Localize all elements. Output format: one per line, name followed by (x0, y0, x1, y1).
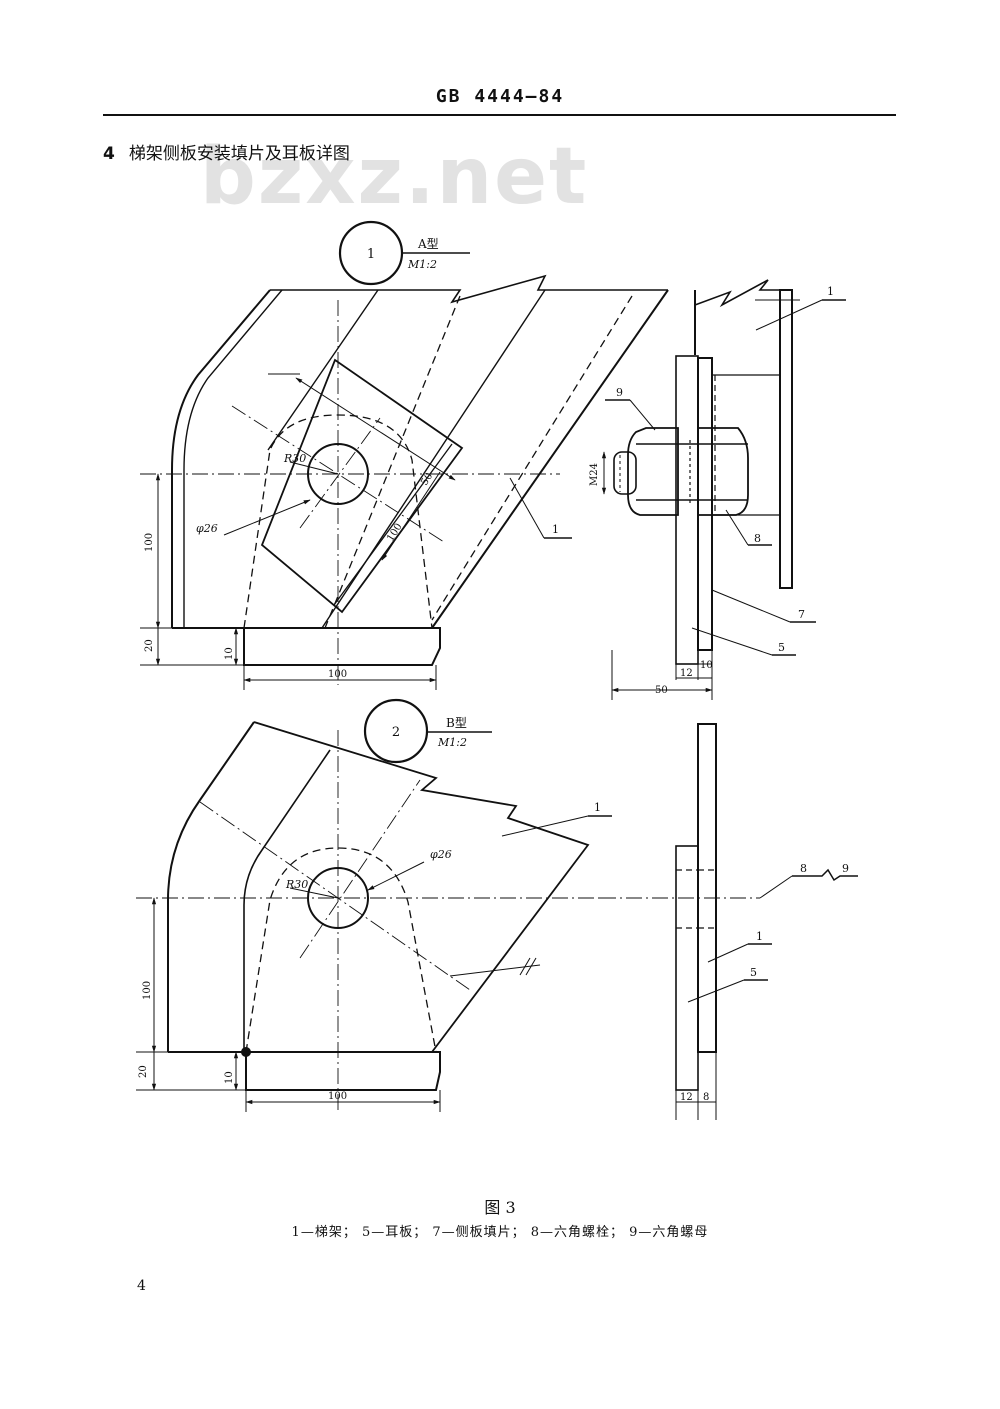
figure-caption: 图 3 (484, 1198, 516, 1217)
detail-a-side-annotations: 1 9 8 7 5 M24 12 10 50 (589, 285, 834, 696)
side-b-ladder-rail (697, 723, 717, 1053)
dim-b-8: 8 (703, 1092, 709, 1103)
side-a-ladder-rail (779, 289, 793, 589)
rail-outer-edge (171, 289, 271, 628)
dim-b-100-horizontal: 100 (328, 1091, 347, 1102)
callout-a-ear-5: 5 (778, 641, 785, 654)
dim-b-radius: R30 (285, 878, 308, 891)
callout-b-nut-9: 9 (842, 862, 849, 875)
side-a-rail-break (694, 279, 792, 308)
dim-b-hole-dia: φ26 (430, 848, 452, 861)
detail-a-side-view (601, 279, 846, 700)
detail-b-type-label: B型 (446, 716, 467, 730)
section-title: 梯架侧板安装填片及耳板详图 (128, 144, 350, 164)
side-b-leaders (687, 868, 858, 1003)
callout-a-ladder-1: 1 (552, 523, 559, 536)
dim-a-100-vertical: 100 (144, 533, 155, 552)
bolt-head-8 (697, 427, 749, 516)
callout-a-bolt-8: 8 (754, 532, 761, 545)
dim-b-100-vertical: 100 (142, 981, 153, 1000)
callout-a-shim-7: 7 (798, 608, 805, 621)
detail-a-type-label: A型 (417, 237, 439, 251)
dim-a-m24: M24 (589, 463, 600, 486)
figure-legend: 1—梯架； 5—耳板； 7—侧板填片； 8—六角螺栓； 9—六角螺母 (291, 1225, 709, 1240)
detail-b-side-view (600, 723, 858, 1120)
rail-hidden-diagonal-2 (431, 295, 633, 621)
ear-plate-b-hidden (245, 847, 437, 1053)
callout-b-bolt-8: 8 (800, 862, 807, 875)
dim-a-12: 12 (680, 668, 693, 679)
side-a-leaders (605, 299, 846, 656)
dim-b-12: 12 (680, 1092, 693, 1103)
dim-a-10: 10 (224, 647, 235, 660)
rail-hidden-diagonal (324, 295, 461, 629)
shim-plate (260, 358, 464, 614)
side-b-ear-plate (675, 845, 699, 1091)
rail-b-top-break (253, 721, 590, 1053)
side-a-dimensions (601, 299, 800, 700)
detail-b-side-annotations: 8 9 1 5 12 8 (680, 862, 849, 1103)
dim-b-10: 10 (224, 1071, 235, 1084)
detail-a-scale: M1:2 (407, 258, 437, 271)
dim-a-50-side: 50 (655, 685, 668, 696)
rail-b-outer-edge (167, 721, 255, 1052)
dim-a-20: 20 (144, 639, 155, 652)
rail-b-inner-edge (243, 749, 331, 1052)
rail-inner-edge (183, 289, 283, 628)
callout-b-side-5: 5 (750, 966, 757, 979)
callout-b-side-1: 1 (756, 930, 763, 943)
dim-a-radius: R30 (283, 452, 306, 465)
page-number: 4 (137, 1278, 146, 1294)
rail-diagonal-inner (321, 289, 546, 629)
detail-b-bubble-number: 2 (392, 725, 400, 740)
detail-b-scale: M1:2 (437, 736, 467, 749)
detail-a-bubble-number: 1 (367, 247, 375, 262)
centerlines-b (136, 730, 600, 1110)
section-heading: 4 梯架侧板安装填片及耳板详图 (103, 139, 350, 164)
callout-b-ladder-1: 1 (594, 801, 601, 814)
base-plate-a (172, 627, 441, 666)
standard-code: GB 4444—84 (435, 86, 565, 107)
dim-b-20: 20 (138, 1065, 149, 1078)
detail-a-annotations: 1 A型 M1:2 R30 φ26 50 100 100 20 10 100 1 (144, 220, 572, 680)
dimensions-b (136, 815, 589, 1112)
side-b-dimensions (675, 1052, 717, 1120)
watermark: bzxz.net (200, 132, 589, 222)
detail-a-front-view (140, 274, 669, 690)
hex-nut-9 (627, 427, 679, 516)
rail-top-break (270, 274, 668, 304)
callout-a-side-1: 1 (827, 285, 834, 298)
bolt-shank (613, 451, 637, 495)
base-plate-b (168, 1051, 441, 1091)
dim-a-100-horizontal: 100 (328, 669, 347, 680)
rail-diagonal-left (267, 289, 379, 451)
rail-diagonal-right (431, 289, 669, 629)
dimensions-a (140, 373, 456, 690)
dim-a-side-10: 10 (700, 660, 713, 671)
side-a-shim-7 (697, 357, 713, 651)
header-rule (103, 114, 896, 116)
side-a-ear-plate-5 (675, 355, 699, 665)
detail-b-front-view (136, 721, 600, 1112)
dim-a-hole-dia: φ26 (196, 522, 218, 535)
dim-a-100-diag: 100 (385, 522, 404, 544)
detail-b-annotations: 2 B型 M1:2 R30 φ26 100 20 10 100 1 (138, 698, 612, 1102)
callout-a-nut-9: 9 (616, 386, 623, 399)
detail-b-bubble (363, 698, 429, 764)
section-number: 4 (103, 144, 115, 164)
